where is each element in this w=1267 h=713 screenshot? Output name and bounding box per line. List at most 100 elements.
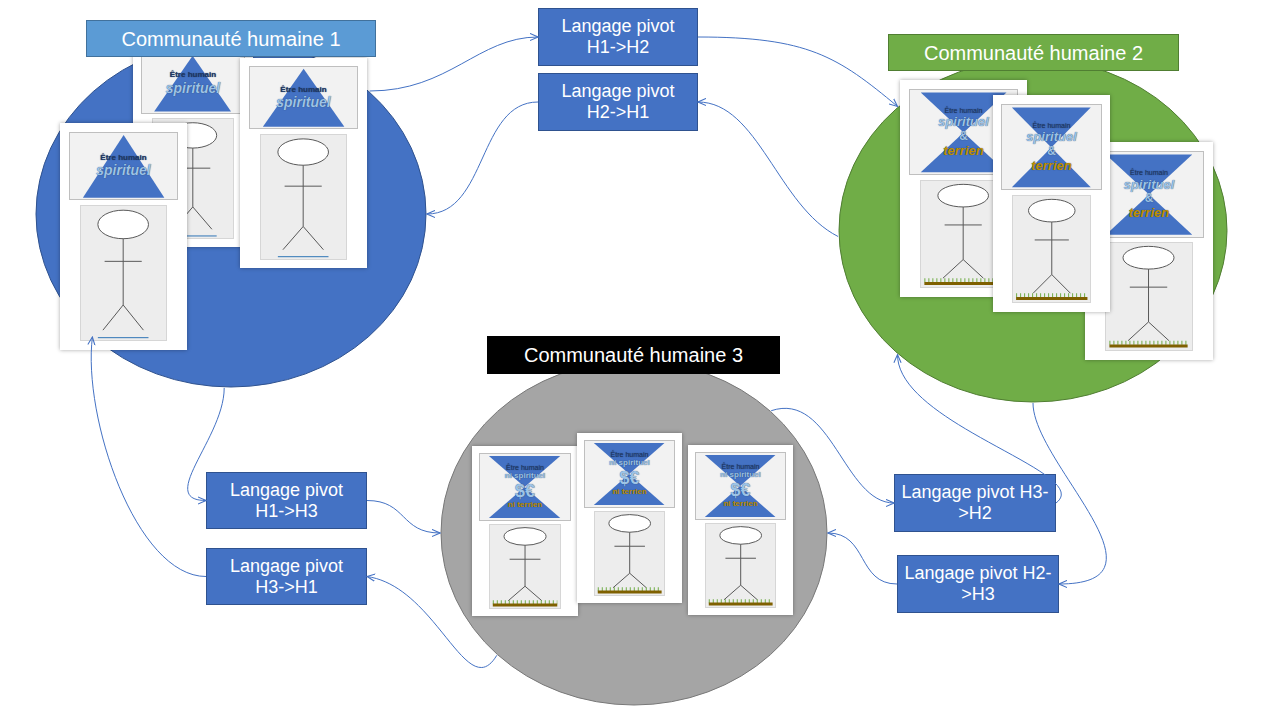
card-top-panel: Être humainni spirituel$€ni terrien	[479, 453, 570, 521]
card-figure-panel	[489, 524, 561, 609]
connector	[771, 408, 894, 503]
card-text: terrien	[943, 144, 983, 158]
figure-leg	[103, 305, 123, 330]
figure-arms	[1034, 239, 1068, 240]
card-text-stack: Être humainni spirituel$€ni terrien	[480, 454, 569, 520]
figure-leg	[193, 207, 212, 229]
card-figure-panel	[1105, 242, 1192, 351]
figure-arms	[105, 261, 142, 262]
pivot-language-box: Langage pivot H3->H2	[894, 474, 1056, 532]
card-figure-panel	[1012, 195, 1092, 304]
figure-arms	[945, 224, 982, 225]
card-text: ni terrien	[723, 500, 757, 508]
grass	[1016, 293, 1087, 297]
stick-figure	[261, 135, 345, 259]
grass	[1110, 341, 1188, 345]
figure-body	[963, 207, 964, 260]
card-text: Être humain	[722, 463, 760, 470]
card-text-stack: Être humainspirituel	[70, 133, 177, 199]
card-text: ni spirituel	[609, 459, 649, 467]
card-text: spirituel	[276, 95, 330, 110]
pivot-language-box: Langage pivot H2->H1	[538, 73, 698, 131]
figure-head	[98, 210, 149, 239]
card-text: terrien	[1129, 206, 1169, 220]
card-text-stack: Être humain spirituel	[142, 54, 243, 113]
card-text: Être humain	[170, 71, 216, 79]
human-card: Être humainni spirituel$€ni terrien	[688, 445, 793, 615]
card-text: &	[1145, 192, 1154, 205]
card-text-stack: Être humainspirituel	[250, 67, 357, 128]
grass	[709, 599, 773, 603]
pivot-language-box: Langage pivot H2->H3	[897, 555, 1059, 613]
stick-figure	[490, 525, 560, 608]
figure-body	[524, 545, 525, 586]
card-text: Être humain	[506, 464, 544, 471]
card-top-panel: Être humainspirituel&terrien	[1094, 151, 1204, 238]
card-text: spirituel	[166, 81, 220, 96]
card-text: Être humain	[1033, 122, 1071, 129]
stick-figure	[1013, 196, 1091, 303]
figure-head	[720, 527, 762, 545]
pivot-language-text: Langage pivot H3->H1	[213, 556, 360, 597]
human-card: Être humainni spirituel$€ni terrien	[577, 433, 682, 603]
pivot-language-box: Langage pivot H1->H3	[206, 472, 367, 529]
card-text: Être humain	[1130, 169, 1168, 176]
card-top-panel: Être humain spirituel	[141, 53, 244, 114]
figure-arms	[285, 185, 322, 186]
community-title: Communauté humaine 2	[924, 41, 1143, 65]
card-text: Être humain	[280, 86, 326, 94]
stick-figure	[1106, 243, 1191, 350]
pivot-language-box: Langage pivot H3->H1	[206, 548, 367, 605]
figure-head	[609, 515, 651, 533]
figure-body	[123, 238, 124, 304]
figure-leg	[1033, 274, 1052, 293]
ground	[598, 591, 662, 594]
pivot-language-text: Langage pivot H2->H3	[904, 563, 1052, 604]
human-card: Être humainspirituel&terrien	[993, 95, 1110, 312]
card-figure-panel	[260, 134, 346, 260]
figure-leg	[1129, 322, 1149, 341]
connector	[898, 355, 1062, 503]
card-text: Être humain	[945, 107, 983, 114]
figure-body	[303, 165, 304, 226]
triangle-shape	[1106, 154, 1192, 194]
connector	[427, 102, 538, 214]
figure-head	[1028, 199, 1075, 222]
card-text: ni terrien	[508, 501, 542, 509]
figure-leg	[1149, 322, 1169, 341]
card-top-panel: Être humainspirituel	[69, 132, 178, 200]
pivot-language-text: Langage pivot H1->H3	[213, 480, 360, 521]
card-text-stack: Être humainspirituel&terrien	[1002, 105, 1101, 190]
card-text: &	[959, 130, 968, 143]
card-top-panel: Être humainspirituel	[249, 66, 358, 129]
card-text-stack: Être humainspirituel&terrien	[1095, 152, 1203, 237]
connector	[698, 37, 898, 106]
figure-body	[1148, 269, 1149, 322]
circle-shape	[839, 59, 1227, 402]
figure-body	[1051, 222, 1052, 275]
stick-figure	[706, 524, 775, 607]
card-text: Être humain	[100, 154, 146, 162]
figure-arms	[175, 167, 210, 168]
triangle-shape	[83, 135, 164, 198]
connector	[698, 102, 838, 237]
card-top-panel: Être humainspirituel&terrien	[1001, 104, 1102, 191]
figure-leg	[174, 207, 193, 229]
circle-shape	[441, 361, 827, 705]
triangle-shape	[155, 56, 232, 112]
human-card: Être humainspirituel	[240, 58, 367, 268]
card-text: ni terrien	[612, 488, 646, 496]
card-text: spirituel	[938, 115, 989, 129]
community-label: Communauté humaine 3	[487, 336, 780, 374]
figure-arms	[1130, 287, 1167, 288]
card-text: $€	[515, 482, 535, 501]
triangle-shape	[1012, 107, 1091, 147]
figure-leg	[283, 226, 303, 249]
base-line	[278, 256, 329, 257]
connector	[367, 501, 440, 534]
community-circle: Communauté humaine 1Être humainspirituel…	[35, 40, 427, 388]
figure-body	[192, 148, 193, 207]
pivot-language-box: Langage pivot H1->H2	[538, 8, 698, 66]
figure-leg	[629, 573, 646, 588]
